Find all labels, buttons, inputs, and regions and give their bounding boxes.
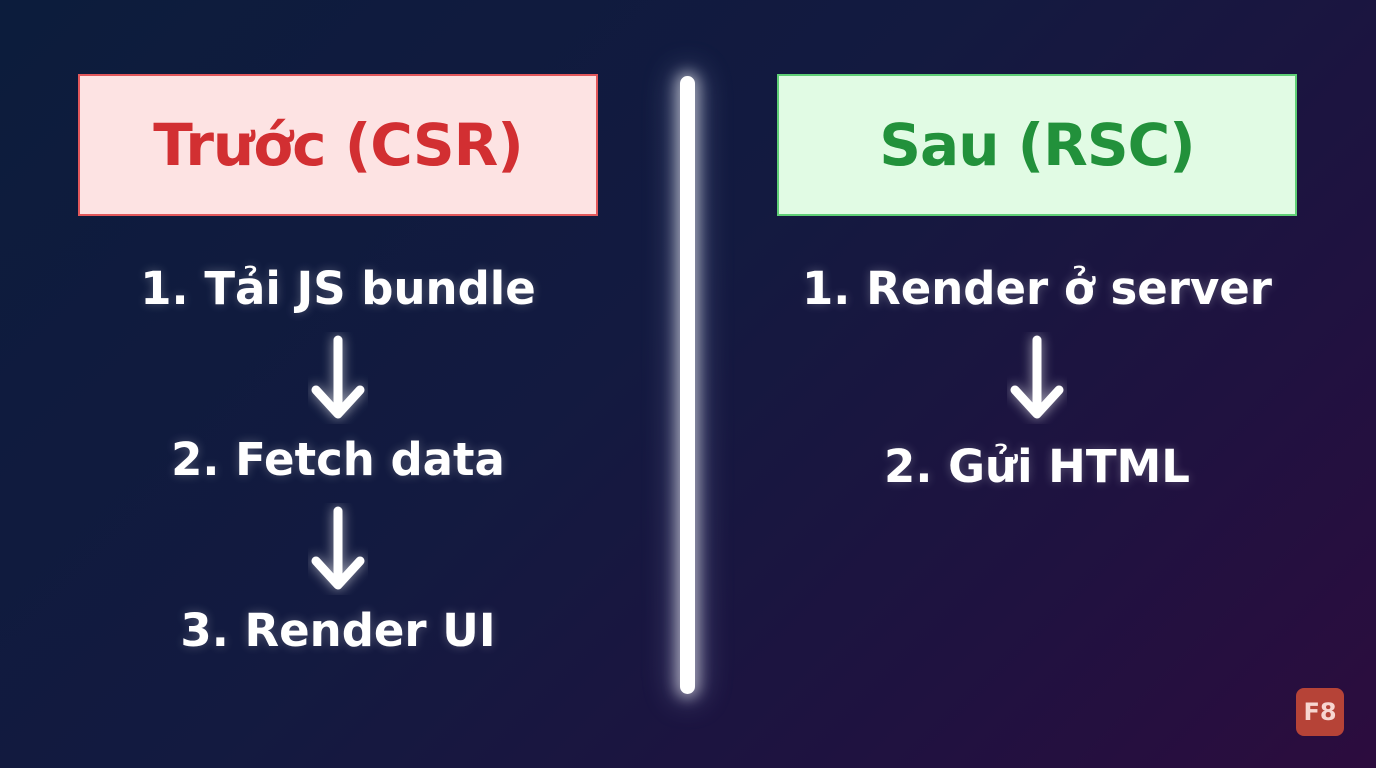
rsc-title: Sau (RSC) — [879, 111, 1195, 179]
arrow-down-icon — [311, 335, 365, 419]
column-divider — [680, 76, 695, 694]
csr-title-box: Trước (CSR) — [78, 74, 598, 216]
f8-logo-text: F8 — [1303, 698, 1337, 726]
f8-logo: F8 — [1296, 688, 1344, 736]
arrow-down-icon — [311, 506, 365, 590]
csr-title: Trước (CSR) — [153, 111, 524, 179]
csr-step-3: 3. Render UI — [180, 604, 496, 657]
rsc-step-1: 1. Render ở server — [802, 262, 1272, 315]
arrow-down-icon — [1010, 335, 1064, 419]
rsc-step-2: 2. Gửi HTML — [884, 440, 1190, 493]
csr-step-1: 1. Tải JS bundle — [140, 262, 536, 315]
rsc-title-box: Sau (RSC) — [777, 74, 1297, 216]
csr-step-2: 2. Fetch data — [171, 433, 505, 486]
